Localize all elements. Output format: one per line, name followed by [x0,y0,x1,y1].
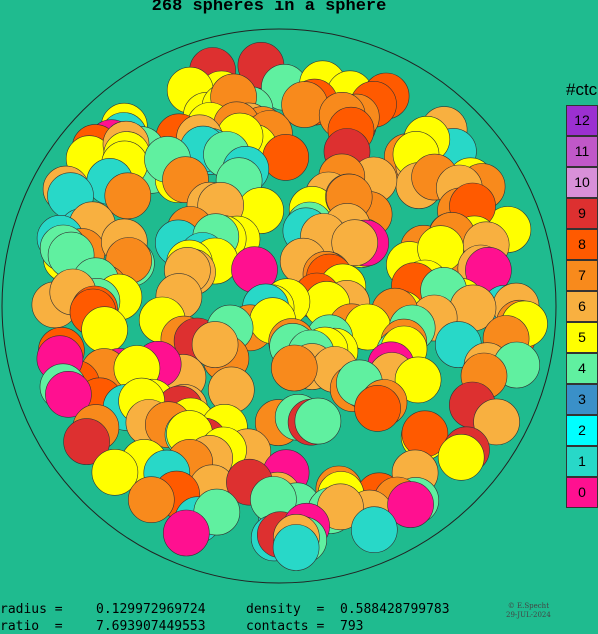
legend-item-0: 0 [566,477,598,508]
contacts-value: 793 [340,619,364,634]
legend-item-9: 9 [566,198,598,229]
packed-sphere [270,344,318,392]
packed-sphere [45,370,92,418]
packed-sphere [294,397,342,445]
packed-sphere [63,418,110,465]
density-value: 0.588428799783 [340,602,450,617]
packed-sphere [91,448,139,496]
packed-sphere [437,433,485,481]
radius-value: 0.129972969724 [96,602,206,617]
credit: © E.Specht 29-JUL-2024 [506,602,551,620]
legend-item-6: 6 [566,291,598,322]
container-sphere [1,28,557,584]
contacts-label: contacts = [246,619,325,634]
legend-item-7: 7 [566,260,598,291]
packed-sphere [387,481,434,528]
packed-sphere [104,172,152,220]
page-title: 268 spheres in a sphere [151,0,387,16]
packed-sphere [81,306,128,354]
legend-item-11: 11 [566,136,598,167]
credit-date: 29-JUL-2024 [506,611,551,619]
packed-sphere [331,219,379,266]
packed-sphere [163,509,210,557]
legend-item-1: 1 [566,446,598,477]
packed-sphere [473,398,520,446]
legend-title: #ctc [566,80,598,99]
radius-label: radius = [0,602,63,617]
legend-item-10: 10 [566,167,598,198]
sphere-packing-diagram [1,28,557,584]
ratio-label: ratio = [0,619,63,634]
packed-sphere [394,356,442,404]
credit-author: © E.Specht [507,602,550,610]
legend-item-4: 4 [566,353,598,384]
packed-spheres [31,42,548,571]
packed-sphere [354,385,401,432]
packed-sphere [272,524,320,571]
ratio-value: 7.693907449553 [96,619,206,634]
legend-item-5: 5 [566,322,598,353]
density-label: density = [246,602,325,617]
legend-item-2: 2 [566,415,598,446]
packed-sphere [191,321,239,368]
legend-item-3: 3 [566,384,598,415]
packed-sphere [128,476,175,524]
packed-sphere [262,134,310,181]
packed-sphere [350,506,398,554]
legend-item-8: 8 [566,229,598,260]
legend-item-12: 12 [566,105,598,136]
